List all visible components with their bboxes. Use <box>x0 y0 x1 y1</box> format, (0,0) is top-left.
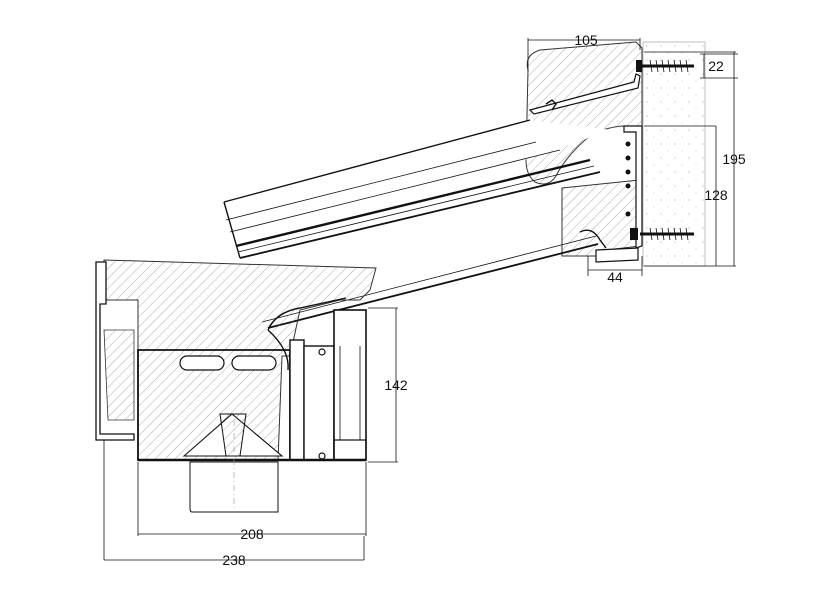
bottom-profile <box>595 247 639 263</box>
upper-screw <box>636 59 694 73</box>
dimension-frame-height: 142 <box>368 307 408 463</box>
wall-connection-detail <box>525 41 706 267</box>
fixing-rivets <box>625 141 631 217</box>
frame-slot-right <box>231 355 277 371</box>
top-flashing-profile <box>528 73 641 115</box>
total-width-label: 238 <box>222 552 246 568</box>
dimension-total-height: 195 <box>644 51 746 267</box>
bottom-width-label: 44 <box>607 269 623 285</box>
dimension-bottom-width: 44 <box>587 256 643 285</box>
top-width-label: 105 <box>574 32 598 48</box>
sloped-glazing-panel <box>223 119 612 329</box>
inner-width-label: 208 <box>240 526 264 542</box>
dimension-inner-height: 128 <box>644 125 728 266</box>
mullion-profile-a <box>289 339 305 461</box>
lower-screw <box>630 227 694 241</box>
total-height-label: 195 <box>722 151 746 167</box>
mullion-profile-c <box>333 309 367 461</box>
lower-insulation-block <box>561 179 641 257</box>
dimension-total-width: 238 <box>103 440 365 568</box>
mullion-profile-b <box>303 345 335 461</box>
dimension-top-width: 105 <box>527 32 641 72</box>
frame-detail <box>95 259 377 513</box>
wall-section <box>642 41 706 267</box>
screw-offset-label: 22 <box>708 58 724 74</box>
upper-insulation-block <box>525 41 643 185</box>
dimension-inner-width: 208 <box>137 462 367 542</box>
flashing-clip <box>545 99 557 111</box>
inner-height-label: 128 <box>704 187 728 203</box>
frame-height-label: 142 <box>384 377 408 393</box>
dimension-screw-offset: 22 <box>700 53 738 79</box>
outer-frame-profile <box>95 261 135 441</box>
frame-slot-left <box>179 355 225 371</box>
